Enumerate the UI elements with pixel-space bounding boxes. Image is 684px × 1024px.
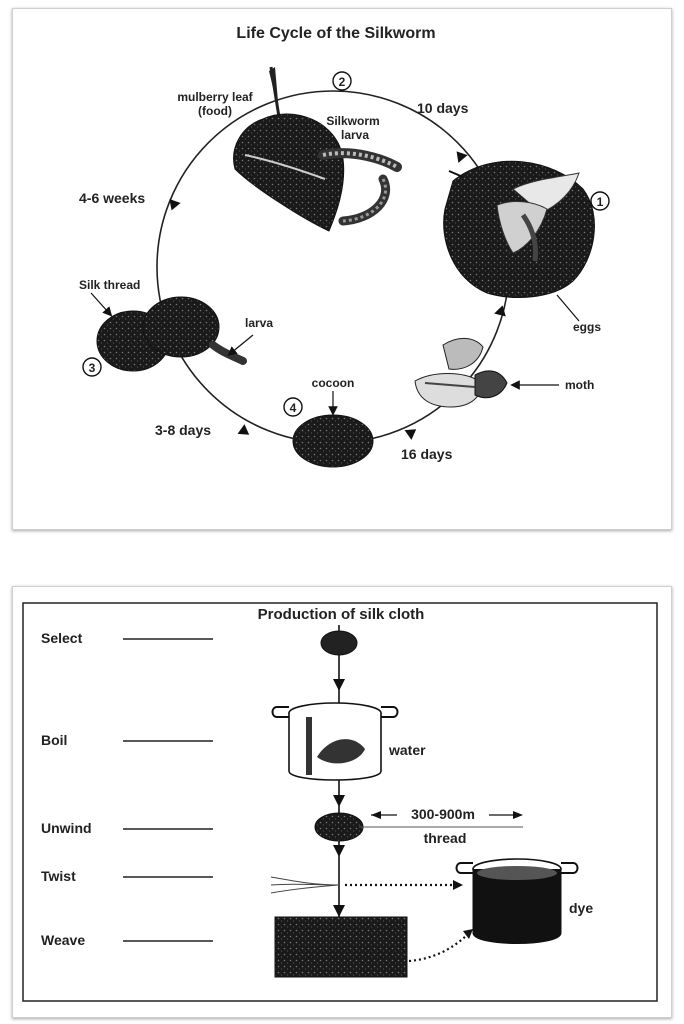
cycle-arrow-ne	[456, 151, 468, 163]
silkworm-label: Silkworm	[326, 114, 379, 128]
unwind-cocoon-illustration	[314, 812, 364, 842]
step-select-label: Select	[41, 630, 83, 646]
flow-arrow-3	[333, 845, 345, 857]
cycle-arrow-w	[169, 198, 181, 211]
thread-length-arrow-right	[513, 811, 523, 819]
flow-arrow-4	[333, 905, 345, 917]
cocoon-label: cocoon	[312, 376, 355, 390]
production-diagram: Production of silk cloth Select Boil Unw…	[22, 602, 658, 1002]
step-boil-label: Boil	[41, 732, 67, 748]
cloth-to-dye-arrow	[408, 932, 470, 963]
silk-thread-pointer	[90, 292, 113, 317]
dye-pot-illustration	[455, 858, 579, 944]
stage-3-number: 3	[89, 361, 96, 375]
stage-3-marker	[82, 357, 102, 377]
cycle-arrow-sw	[237, 424, 250, 435]
life-cycle-title: Life Cycle of the Silkworm	[236, 25, 435, 42]
life-cycle-panel: Life Cycle of the Silkworm	[12, 8, 672, 530]
step-unwind-label: Unwind	[41, 820, 92, 836]
stage-4-number: 4	[290, 401, 297, 415]
moth-illustration	[414, 338, 508, 408]
boiling-pot-illustration	[271, 702, 399, 781]
flow-arrow-1	[333, 679, 345, 691]
production-frame	[22, 602, 658, 1002]
twisted-thread-illustration	[270, 876, 340, 894]
stage-1-marker	[590, 191, 610, 211]
cycle-arrow-e	[494, 305, 506, 317]
thread-length-label: 300-900m	[411, 806, 475, 822]
cycle-arrow-se	[404, 429, 417, 440]
production-title: Production of silk cloth	[258, 606, 425, 623]
step-weave-label: Weave	[41, 932, 85, 948]
stage-1-number: 1	[597, 195, 604, 209]
larva-pointer	[227, 334, 254, 357]
larva-label-top: larva	[341, 128, 369, 142]
stage-2-marker	[332, 71, 352, 91]
select-cocoon-illustration	[320, 630, 358, 656]
duration-16-days: 16 days	[401, 446, 453, 462]
eggs-label: eggs	[573, 320, 601, 334]
mulberry-leaf-label: mulberry leaf	[177, 90, 253, 104]
duration-10-days: 10 days	[417, 100, 469, 116]
woven-cloth-illustration	[274, 916, 408, 978]
eggs-on-leaf-illustration	[443, 160, 595, 298]
silk-thread-label: Silk thread	[79, 278, 140, 292]
thread-length-arrow-left	[371, 811, 381, 819]
duration-3-8-days: 3-8 days	[155, 422, 211, 438]
mulberry-leaf-illustration	[233, 66, 345, 232]
thread-label: thread	[424, 830, 467, 846]
silkworm-larva-illustration	[318, 148, 402, 226]
cloth-to-dye-arrowhead	[463, 929, 473, 939]
flow-arrow-2	[333, 795, 345, 807]
life-cycle-diagram: Life Cycle of the Silkworm	[79, 25, 610, 468]
moth-label: moth	[565, 378, 594, 392]
twist-to-dye-arrowhead	[453, 880, 463, 890]
eggs-pointer	[556, 294, 580, 322]
cocoon-illustration	[292, 414, 374, 468]
silk-thread-cocoons-illustration	[96, 296, 247, 372]
duration-4-6-weeks: 4-6 weeks	[79, 190, 145, 206]
production-panel: Production of silk cloth Select Boil Unw…	[12, 586, 672, 1018]
stage-2-number: 2	[339, 75, 346, 89]
thread-length-backdrop	[397, 806, 489, 822]
stage-4-marker	[283, 397, 303, 417]
step-twist-label: Twist	[41, 868, 76, 884]
larva-label: larva	[245, 316, 273, 330]
dye-label: dye	[569, 900, 593, 916]
water-label: water	[388, 742, 426, 758]
food-label: (food)	[198, 104, 232, 118]
